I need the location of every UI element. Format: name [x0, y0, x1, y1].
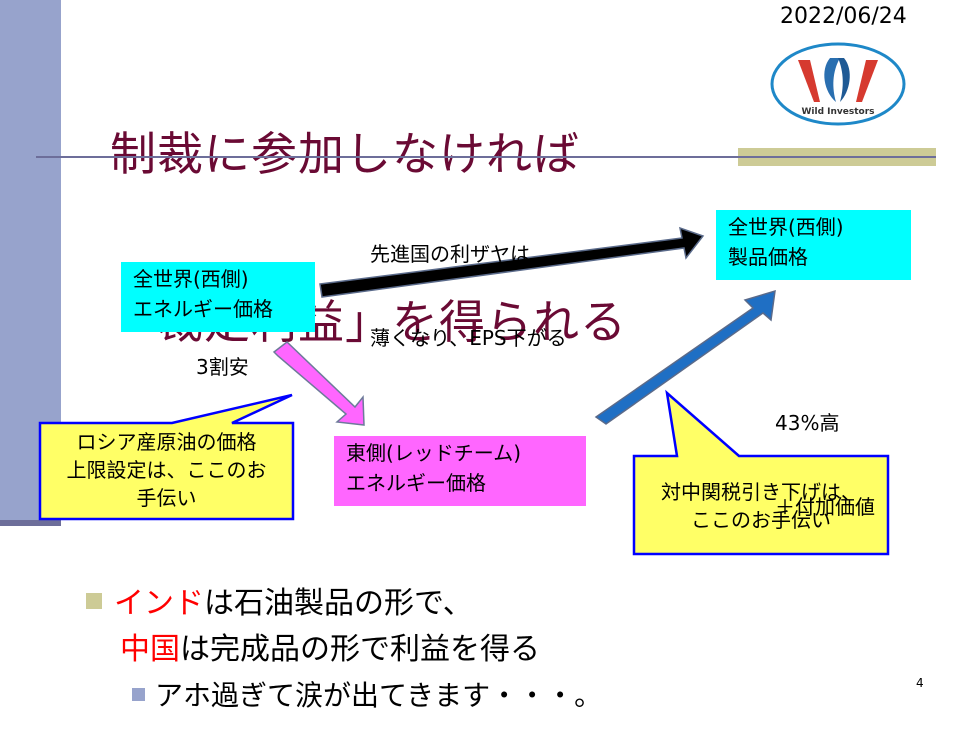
- sub-bullet-square-icon: [132, 687, 145, 701]
- slide-date: 2022/06/24: [780, 4, 907, 29]
- east-energy-line2: エネルギー価格: [346, 471, 486, 495]
- bullet-item-1: インドは石油製品の形で、: [86, 582, 473, 626]
- advanced-margin-line2: 薄くなり、EPS下がる: [370, 326, 567, 350]
- callout-left-text: ロシア産原油の価格 上限設定は、ここのお 手伝い: [44, 428, 289, 512]
- logo-right-stroke: [856, 60, 878, 102]
- logo-left-stroke: [798, 60, 820, 102]
- west-energy-price-box: 全世界(西側) エネルギー価格: [121, 262, 315, 332]
- callout-right-shape: [632, 389, 890, 556]
- advanced-margin-label: 先進国の利ザヤは 薄くなり、EPS下がる: [370, 184, 567, 380]
- wild-investors-logo: Wild Investors: [770, 42, 906, 126]
- highlight-china: 中国: [120, 632, 180, 667]
- bullet-square-icon: [86, 592, 102, 609]
- sub-bullet-text: アホ過ぎて涙が出てきます・・・。: [155, 679, 603, 712]
- callout-left-line2: 上限設定は、ここのお: [66, 458, 267, 482]
- callout-left-line3: 手伝い: [136, 486, 197, 510]
- logo-text: Wild Investors: [801, 107, 874, 117]
- highlight-india: インド: [114, 586, 204, 621]
- premium-line1: 43%高: [775, 411, 840, 435]
- west-product-line2: 製品価格: [728, 245, 808, 269]
- pink-arrow: [272, 341, 365, 426]
- callout-right-line1: 対中関税引き下げは、: [661, 480, 861, 504]
- logo-ellipse: [770, 42, 906, 126]
- advanced-margin-line1: 先進国の利ザヤは: [370, 242, 530, 266]
- callout-left-line1: ロシア産原油の価格: [76, 430, 257, 454]
- sidebar-bottom-edge: [0, 520, 61, 526]
- blue-arrow: [594, 289, 776, 425]
- title-line-1: 制裁に参加しなければ: [110, 127, 580, 181]
- west-product-price-box: 全世界(西側) 製品価格: [716, 210, 911, 280]
- page-number: 4: [916, 676, 924, 690]
- bullet-1-text: は石油製品の形で、: [204, 586, 473, 621]
- black-arrow: [319, 226, 705, 298]
- bullet-1-line2-text: は完成品の形で利益を得る: [180, 632, 540, 667]
- east-energy-line1: 東側(レッドチーム): [346, 441, 522, 465]
- title-divider: [36, 156, 936, 158]
- west-energy-line2: エネルギー価格: [133, 297, 273, 321]
- logo-center-right: [838, 58, 850, 102]
- logo-center-left: [824, 58, 840, 102]
- callout-left-shape: [38, 393, 295, 521]
- premium-line2: ＋付加価値: [775, 495, 875, 519]
- bullet-item-1-line2: 中国は完成品の形で利益を得る: [120, 628, 540, 672]
- west-energy-line1: 全世界(西側): [133, 267, 249, 291]
- callout-right-line2: ここのお手伝い: [691, 508, 831, 532]
- callout-right-text: 対中関税引き下げは、 ここのお手伝い: [638, 478, 884, 534]
- west-product-line1: 全世界(西側): [728, 215, 844, 239]
- premium-label: 43%高 ＋付加価値: [775, 353, 875, 549]
- sub-bullet-item: アホ過ぎて涙が出てきます・・・。: [132, 676, 602, 716]
- discount-label: 3割安: [196, 355, 249, 379]
- east-energy-price-box: 東側(レッドチーム) エネルギー価格: [334, 436, 586, 506]
